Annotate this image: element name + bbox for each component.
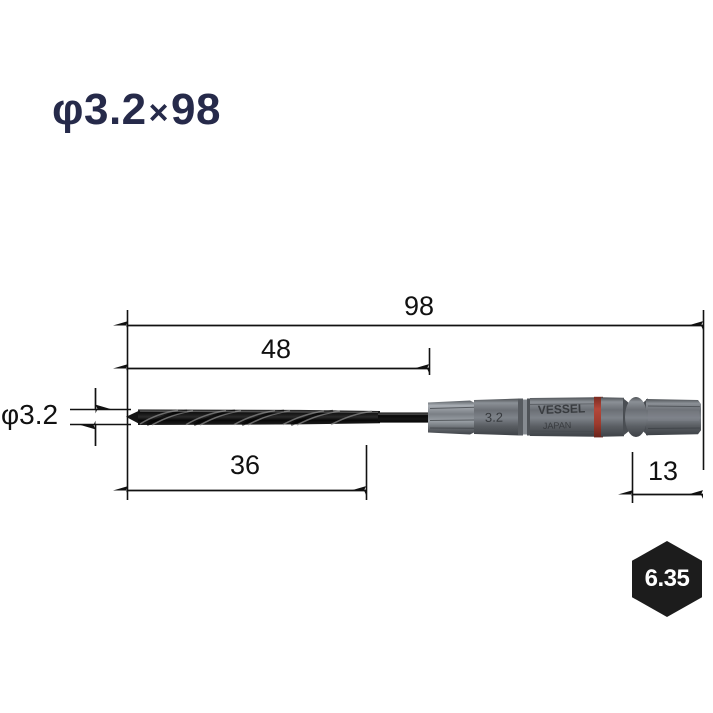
- hex-size-badge: 6.35: [632, 541, 702, 617]
- dimension-label-36: 36: [230, 450, 261, 480]
- bit-hex-tip-highlight: [648, 410, 699, 421]
- hex-size-label: 6.35: [644, 565, 690, 592]
- bit-hex-tip-facets: [647, 405, 701, 429]
- bit-flute-highlight: [139, 410, 379, 413]
- title-diameter-value: 3.2: [83, 85, 147, 134]
- bit-collar: [428, 400, 476, 435]
- bit-red-ring: [594, 396, 603, 438]
- bit-smooth-shaft: [378, 412, 430, 423]
- bit-shank-engraved-section: [474, 398, 520, 436]
- dimension-label-diameter: φ3.2: [1, 399, 59, 430]
- bit-origin-engraving: JAPAN: [543, 420, 572, 431]
- drill-bit-illustration: 3.2 VESSEL JAPAN: [126, 396, 701, 438]
- bit-cutting-tip: [126, 410, 140, 425]
- bit-shank-post-ring: [601, 397, 624, 437]
- bit-groove-3: [527, 398, 532, 436]
- bit-hex-drive-tip: [646, 399, 701, 436]
- dimension-label-13: 13: [648, 456, 679, 486]
- bit-brand-engraving: VESSEL: [538, 401, 586, 417]
- dimension-label-98: 98: [404, 291, 435, 321]
- bit-groove-2: [523, 399, 527, 435]
- dimension-label-48: 48: [261, 334, 292, 364]
- bit-groove-1: [518, 398, 523, 436]
- extension-lines: [70, 310, 705, 503]
- bit-shank-brand-section: [530, 397, 597, 437]
- bit-shank-facet-lines: [529, 403, 597, 432]
- bit-collar-lines: [429, 406, 476, 429]
- dimension-lines: [80, 321, 703, 499]
- bit-waist-center: [625, 397, 647, 437]
- title-multiply-symbol: ×: [148, 94, 170, 132]
- page-title: φ3.2×98: [52, 88, 221, 132]
- title-length-value: 98: [171, 85, 221, 134]
- bit-size-engraving: 3.2: [485, 410, 503, 425]
- title-diameter-symbol: φ: [52, 85, 84, 134]
